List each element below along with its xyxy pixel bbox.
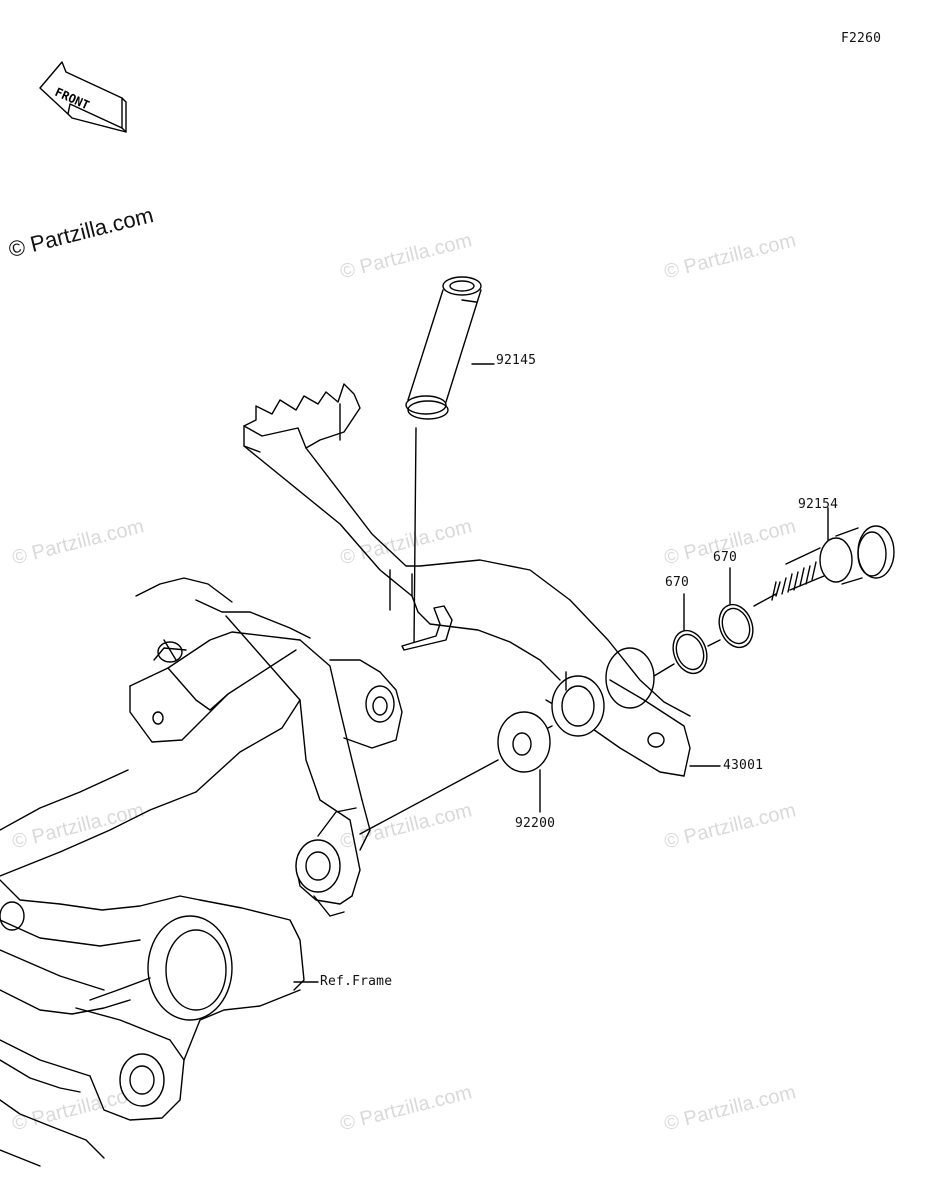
- callout-spring[interactable]: 92145: [496, 353, 537, 368]
- callout-brake-pedal[interactable]: 43001: [723, 758, 764, 773]
- callout-oring-right[interactable]: 670: [713, 550, 738, 565]
- axis-line-washer: [547, 725, 553, 729]
- callout-oring-left[interactable]: 670: [665, 575, 690, 590]
- axis-line-frame: [359, 759, 499, 835]
- axis-line-pedal: [653, 663, 675, 677]
- callout-pivot-bolt[interactable]: 92154: [798, 497, 839, 512]
- spring-guide-line: [413, 427, 417, 647]
- callout-washer[interactable]: 92200: [515, 816, 556, 831]
- washer-part: [497, 711, 551, 773]
- axis-line-oring: [707, 639, 721, 647]
- axis-line-bolt: [753, 593, 777, 607]
- callout-frame-ref[interactable]: Ref.Frame: [320, 974, 393, 989]
- pivot-bolt-part: [771, 525, 895, 601]
- figure-code: F2260: [841, 31, 882, 46]
- oring-right-part: [718, 603, 754, 649]
- oring-left-part: [672, 629, 708, 675]
- spring-part: [405, 276, 482, 420]
- brake-pedal-part: [243, 383, 691, 777]
- front-arrow-icon: FRONT: [39, 61, 127, 133]
- frame-reference: [0, 577, 403, 1167]
